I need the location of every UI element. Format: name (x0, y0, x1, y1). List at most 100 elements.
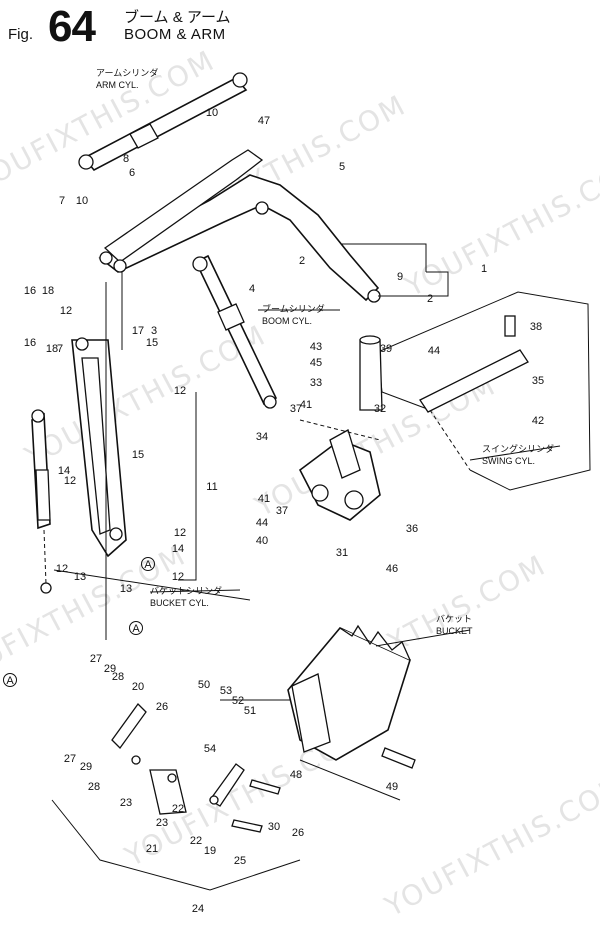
part-callout: 25 (234, 855, 246, 867)
reference-marker-ring (141, 557, 155, 571)
part-callout: 16 (24, 285, 36, 297)
swing-bracket (298, 429, 381, 521)
part-callout: 42 (532, 415, 544, 427)
arm-cylinder-label-jp: アームシリンダ (96, 67, 158, 78)
part-callout: 27 (64, 753, 76, 765)
part-callout: 26 (156, 701, 168, 713)
part-callout: 24 (192, 903, 204, 915)
part-callout: 50 (198, 679, 210, 691)
part-callout: 15 (146, 337, 158, 349)
bucket-label-en: BUCKET (436, 626, 473, 636)
figure-number: 64 (48, 2, 96, 51)
part-callout: 12 (172, 571, 184, 583)
reference-marker: A (6, 675, 14, 687)
part-callout: 7 (59, 195, 65, 207)
part-callout: 34 (256, 431, 268, 443)
reference-marker-ring (3, 673, 17, 687)
bucket-linkage (111, 703, 281, 833)
part-callout: 54 (204, 743, 216, 755)
part-callout: 38 (530, 321, 542, 333)
part-callout: 13 (120, 583, 132, 595)
bucket-label-jp: バケット (436, 614, 472, 624)
boom-cylinder-label-jp: ブームシリンダ (262, 303, 325, 314)
part-callout: 19 (204, 845, 216, 857)
reference-marker-ring (129, 621, 143, 635)
bucket-cylinder (31, 409, 52, 594)
part-callout: 28 (112, 671, 124, 683)
part-callout: 30 (268, 821, 280, 833)
part-callout: 16 (24, 337, 36, 349)
bucket-cylinder-label-jp: バケットシリンダ (150, 585, 222, 596)
part-callout: 18 (42, 285, 54, 297)
boom-cylinder (192, 254, 278, 409)
figure-title-japanese: ブーム & アーム (124, 9, 231, 26)
part-callout: 13 (74, 571, 86, 583)
part-callout: 36 (406, 523, 418, 535)
part-callout: 4 (249, 283, 255, 295)
part-callout: 33 (310, 377, 322, 389)
part-callout: 12 (60, 305, 72, 317)
bucket-cylinder-label-en: BUCKET CYL. (150, 598, 209, 608)
assembly-labels: アームシリンダ ARM CYL. ブームシリンダ BOOM CYL. スイングシ… (96, 67, 554, 636)
arm-cylinder-label-en: ARM CYL. (96, 80, 139, 90)
part-callout: 49 (386, 781, 398, 793)
part-callout: 29 (80, 761, 92, 773)
figure-title-english: BOOM & ARM (124, 26, 226, 43)
swing-cylinder-label-jp: スイングシリンダ (482, 443, 554, 454)
part-callout: 52 (232, 695, 244, 707)
watermark-text: YOUFIXTHIS.COM (379, 768, 600, 923)
part-callout: 3 (151, 325, 157, 337)
part-callout: 35 (532, 375, 544, 387)
part-callout: 2 (299, 255, 305, 267)
part-callout: 11 (206, 481, 217, 493)
part-callout: 23 (156, 817, 168, 829)
arm-cylinder (78, 72, 248, 172)
guide-lines (51, 243, 561, 891)
part-callout: 26 (292, 827, 304, 839)
part-callout: 8 (123, 153, 129, 165)
part-callout: 32 (374, 403, 386, 415)
part-callout: 44 (256, 517, 268, 529)
part-number-callouts: 1223456778910101112121212121213131414151… (3, 107, 544, 915)
part-callout: 12 (174, 527, 186, 539)
boom-cylinder-label-en: BOOM CYL. (262, 316, 312, 326)
part-callout: 51 (244, 705, 256, 717)
part-callout: 6 (129, 167, 135, 179)
part-callout: 48 (290, 769, 302, 781)
reference-marker: A (144, 559, 152, 571)
part-callout: 41 (300, 399, 312, 411)
part-callout: 21 (146, 843, 158, 855)
part-callout: 10 (206, 107, 218, 119)
part-callout: 28 (88, 781, 100, 793)
part-callout: 23 (120, 797, 132, 809)
part-callout: 27 (90, 653, 102, 665)
part-callout: 31 (336, 547, 348, 559)
swing-frame (359, 291, 591, 491)
part-callout: 44 (428, 345, 440, 357)
part-callout: 15 (132, 449, 144, 461)
part-callout: 47 (258, 115, 270, 127)
part-callout: 5 (339, 161, 345, 173)
part-callout: 22 (172, 803, 184, 815)
watermark-text: YOUFIXTHIS.COM (399, 148, 600, 303)
part-callout: 14 (172, 543, 184, 555)
part-callout: 41 (258, 493, 270, 505)
part-callout: 10 (76, 195, 88, 207)
arm (71, 337, 127, 558)
swing-cylinder-label-en: SWING CYL. (482, 456, 535, 466)
part-callout: 53 (220, 685, 232, 697)
part-callout: 7 (57, 343, 63, 355)
reference-marker: A (132, 623, 140, 635)
part-callout: 12 (56, 563, 68, 575)
part-callout: 37 (276, 505, 288, 517)
part-callout: 2 (427, 293, 433, 305)
part-callout: 29 (104, 663, 116, 675)
part-callout: 40 (256, 535, 268, 547)
bucket (287, 624, 416, 769)
part-callout: 22 (190, 835, 202, 847)
part-callout: 43 (310, 341, 322, 353)
figure-label: Fig. (8, 26, 34, 43)
part-callout: 14 (58, 465, 70, 477)
